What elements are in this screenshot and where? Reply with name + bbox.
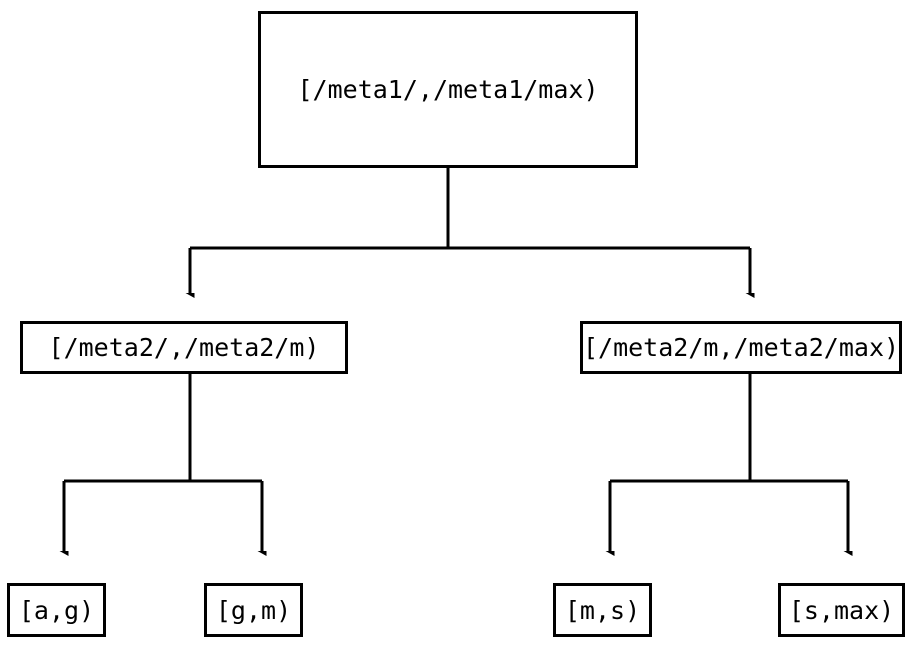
tree-node-mid-right[interactable]: [/meta2/m,/meta2/max) — [580, 321, 902, 374]
tree-node-root-label: [/meta1/,/meta1/max) — [297, 75, 599, 104]
tree-node-leaf-a-g-label: [a,g) — [18, 595, 95, 625]
tree-node-mid-left[interactable]: [/meta2/,/meta2/m) — [20, 321, 348, 374]
tree-node-leaf-g-m[interactable]: [g,m) — [204, 583, 303, 637]
tree-node-root[interactable]: [/meta1/,/meta1/max) — [258, 11, 638, 168]
tree-node-mid-left-label: [/meta2/,/meta2/m) — [48, 333, 320, 362]
tree-node-leaf-s-max-label: [s,max) — [788, 595, 895, 625]
tree-node-leaf-a-g[interactable]: [a,g) — [7, 583, 106, 637]
tree-node-leaf-m-s[interactable]: [m,s) — [553, 583, 652, 637]
tree-node-mid-right-label: [/meta2/m,/meta2/max) — [582, 333, 900, 362]
tree-node-leaf-m-s-label: [m,s) — [564, 595, 641, 625]
tree-node-leaf-s-max[interactable]: [s,max) — [778, 583, 905, 637]
tree-node-leaf-g-m-label: [g,m) — [215, 595, 292, 625]
